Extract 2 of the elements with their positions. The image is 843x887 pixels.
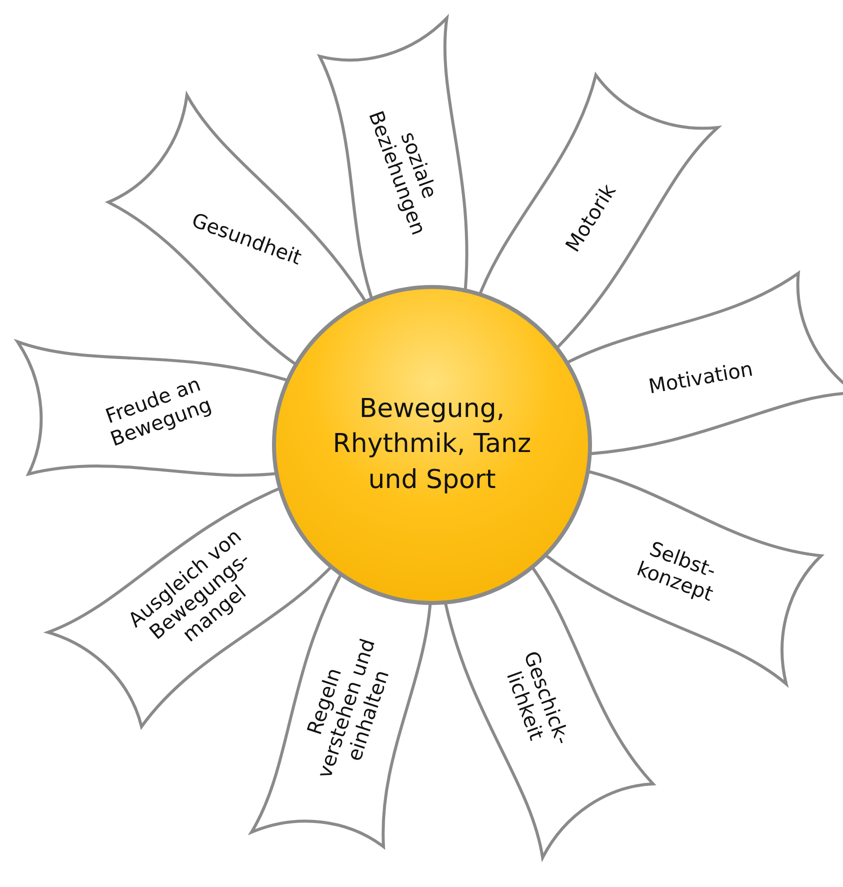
petal-label: Motivation (646, 356, 756, 400)
center-label: Bewegung, Rhythmik, Tanz und Sport (332, 393, 532, 497)
